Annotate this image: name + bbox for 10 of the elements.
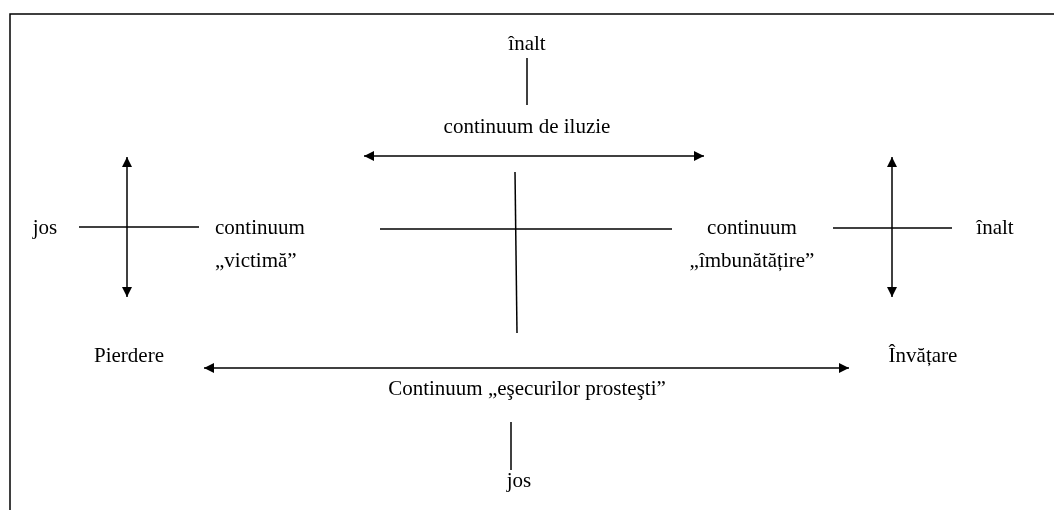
axis-label: jos <box>506 466 532 494</box>
axis-label: Învățare <box>888 341 958 369</box>
axis-label: înalt <box>508 29 546 57</box>
axis-label: continuum „victimă” <box>215 213 306 274</box>
axis-label: înalt <box>976 213 1014 241</box>
axis-label: continuum „îmbunătățire” <box>688 213 816 274</box>
axis-label: Pierdere <box>94 341 164 369</box>
axis-label: jos <box>32 213 58 241</box>
axis-label: Continuum „eşecurilor prosteşti” <box>388 374 666 402</box>
axis-label: continuum de iluzie <box>443 112 611 140</box>
